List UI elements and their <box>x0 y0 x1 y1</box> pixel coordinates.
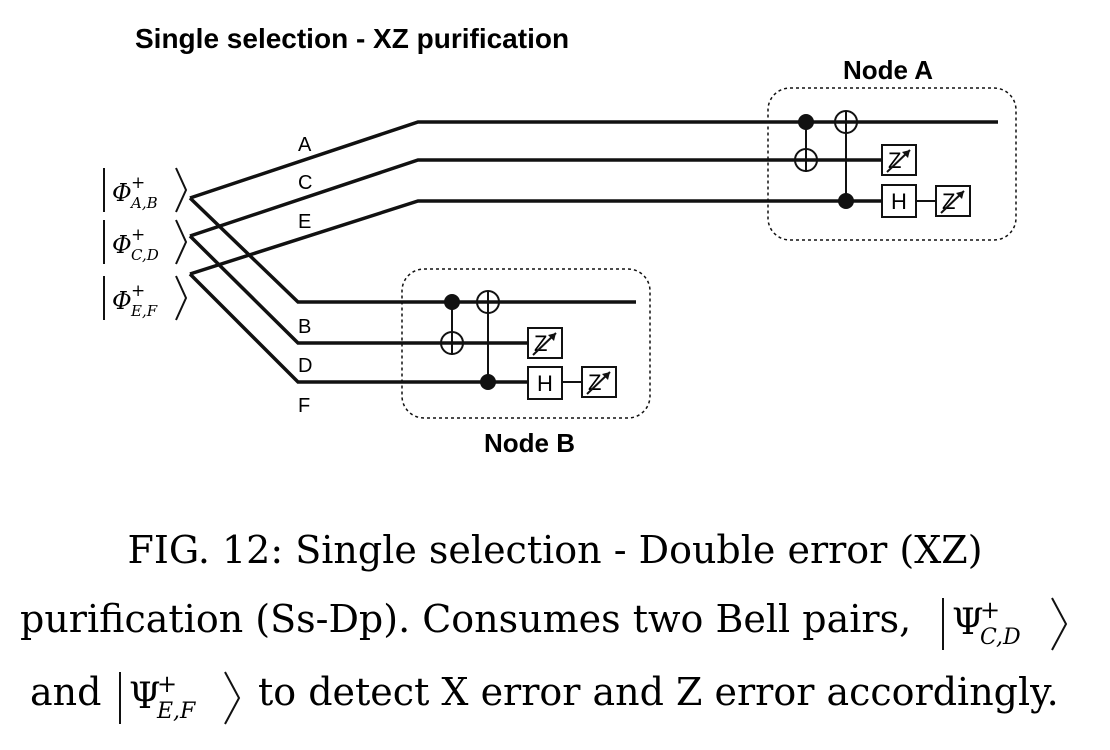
ket-sup: + <box>157 670 177 698</box>
control-dot <box>838 193 854 209</box>
target-oplus <box>834 110 858 134</box>
node-b-measure-f: Z <box>581 366 617 398</box>
ket-sub: E,F <box>156 699 196 724</box>
ket-symbol: Φ <box>112 287 132 315</box>
caption-line-2-prefix: purification (Ss-Dp). Consumes two Bell … <box>20 597 911 641</box>
wire-label-b: B <box>298 316 311 338</box>
node-b-cnot-2 <box>476 290 500 390</box>
node-b-label: Node B <box>484 428 575 458</box>
ket-symbol: Φ <box>112 231 132 259</box>
wire-e <box>189 199 882 276</box>
caption-line-3-prefix: and <box>30 670 101 714</box>
target-oplus <box>794 148 818 172</box>
ket-sup: + <box>131 225 145 245</box>
target-oplus <box>476 290 500 314</box>
control-dot <box>798 114 814 130</box>
caption-ket-psi-cd: Ψ + C,D <box>942 596 1068 651</box>
node-a-cnot-2 <box>834 110 858 209</box>
wire-label-a: A <box>298 134 312 156</box>
bell-pair-cd: Φ + C,D <box>103 219 188 265</box>
wire-label-c: C <box>298 172 312 194</box>
node-a-cnot-1 <box>794 114 818 172</box>
ket-sup: + <box>131 173 145 193</box>
ket-sup: + <box>980 596 1000 624</box>
wire-f <box>188 272 528 384</box>
node-b-measure-d: Z <box>527 327 563 359</box>
ket-symbol: Φ <box>112 179 132 207</box>
control-dot <box>480 374 496 390</box>
target-oplus <box>440 331 464 355</box>
control-dot <box>444 294 460 310</box>
diagram-title: Single selection - XZ purification <box>135 23 569 54</box>
bell-pair-ef: Φ + E,F <box>103 275 188 321</box>
caption-line-1: FIG. 12: Single selection - Double error… <box>127 528 982 572</box>
node-a-box <box>767 87 1017 241</box>
wire-label-f: F <box>298 395 310 417</box>
ket-sub: A,B <box>129 194 158 212</box>
ket-sub: C,D <box>980 625 1021 650</box>
hadamard-label: H <box>891 189 907 214</box>
node-a-hadamard: H <box>881 184 917 218</box>
ket-sup: + <box>131 281 145 301</box>
wire-label-d: D <box>298 355 312 377</box>
bell-pair-ab: Φ + A,B <box>103 167 188 213</box>
node-b-cnot-1 <box>440 294 464 355</box>
ket-sub: C,D <box>131 246 159 264</box>
node-a-measure-c: Z <box>881 144 917 176</box>
node-b-hadamard: H <box>527 366 563 400</box>
node-a-measure-e: Z <box>935 185 971 217</box>
caption-ket-psi-ef: Ψ + E,F <box>119 670 241 725</box>
wire-label-e: E <box>298 211 311 233</box>
hadamard-label: H <box>537 371 553 396</box>
ket-sub: E,F <box>130 302 158 320</box>
wire-b <box>188 196 636 304</box>
caption-line-3-suffix: to detect X error and Z error accordingl… <box>258 670 1059 714</box>
node-a-label: Node A <box>843 55 933 85</box>
ket-symbol: Ψ <box>129 676 161 717</box>
ket-symbol: Ψ <box>952 602 984 643</box>
wire-c <box>189 158 882 238</box>
